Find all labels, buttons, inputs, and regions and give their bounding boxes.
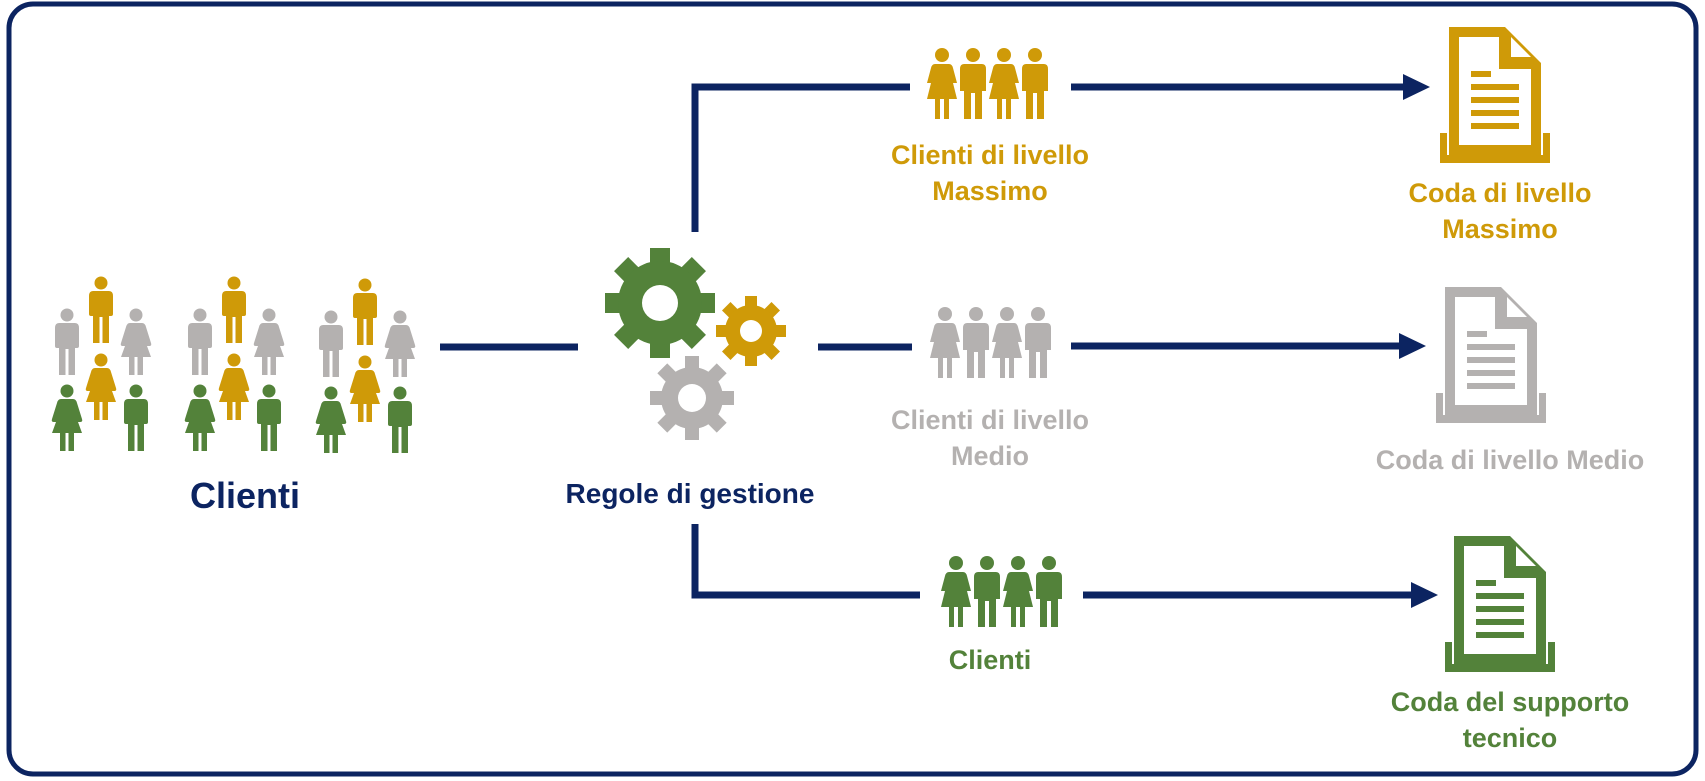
high-clients-label: Clienti di livello Massimo: [890, 140, 1090, 206]
tech-queue-document-icon: [1445, 536, 1555, 672]
connector-lines: [440, 83, 1420, 599]
high-queue-label: Coda di livello Massimo: [1408, 178, 1592, 244]
high-queue-document-icon: [1440, 27, 1550, 163]
arrowheads: [1399, 74, 1438, 608]
diagram-frame: [6, 1, 1699, 777]
medium-clients-label: Clienti di livello Medio: [890, 405, 1090, 471]
gear-icon-gray: [650, 356, 734, 440]
tech-clients-label: Clienti: [948, 645, 1032, 675]
gears-icon: [605, 248, 786, 440]
medium-queue-document-icon: [1436, 287, 1546, 423]
medium-queue-label: Coda di livello Medio: [1375, 445, 1645, 475]
gear-icon-green: [605, 248, 715, 358]
tech-queue-label: Coda del supporto tecnico: [1390, 687, 1630, 753]
rules-label: Regole di gestione: [565, 478, 815, 509]
clients-label: Clienti: [189, 475, 300, 516]
gear-icon-gold: [716, 296, 786, 366]
